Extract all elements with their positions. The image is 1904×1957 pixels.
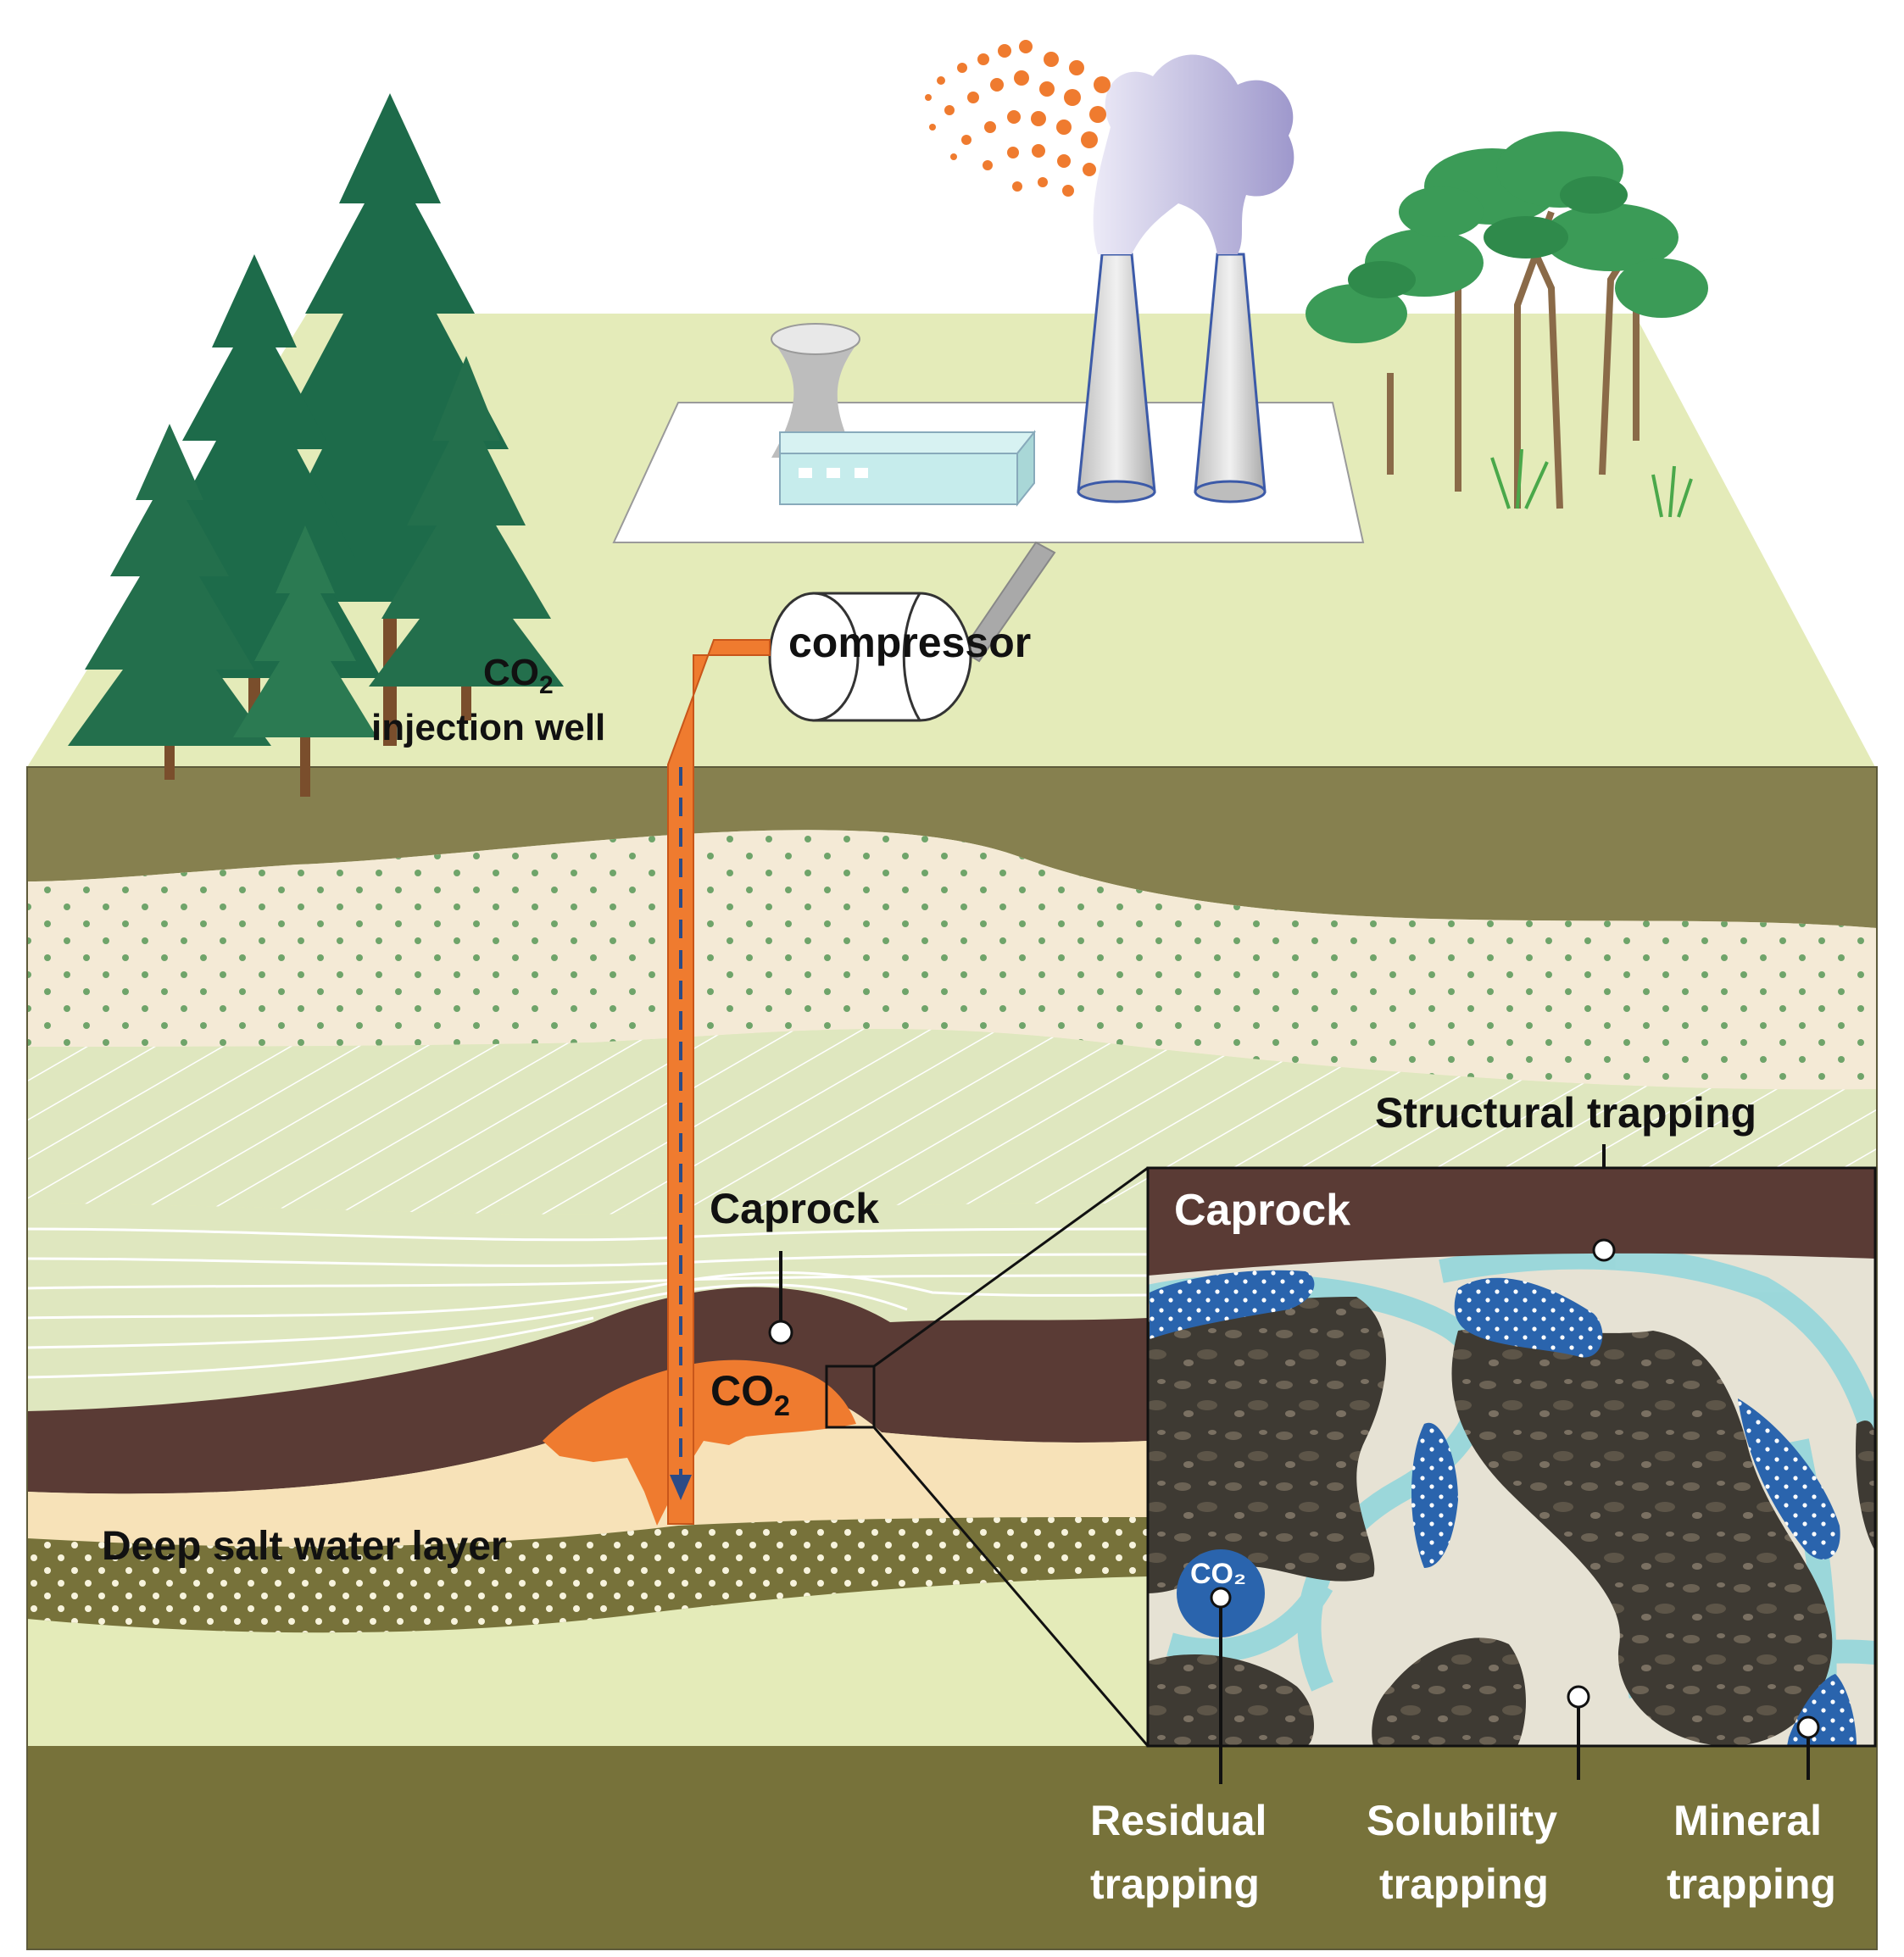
svg-text:CO2: CO2 xyxy=(710,1367,790,1422)
rock-grain xyxy=(1856,1420,1875,1551)
co2-plume-sub: 2 xyxy=(774,1390,790,1422)
deciduous-trees xyxy=(1306,131,1708,518)
injection-well-label: injection well xyxy=(371,707,605,748)
residual-label-2: trapping xyxy=(1090,1860,1260,1908)
injection-well xyxy=(667,639,771,1525)
structural-trapping-label: Structural trapping xyxy=(1375,1089,1756,1137)
compressor: compressor xyxy=(768,592,1031,722)
plant-building xyxy=(779,453,1018,505)
rock-grain xyxy=(1148,1297,1386,1593)
cooling-tower xyxy=(771,339,860,458)
caprock-layer xyxy=(27,1287,1148,1494)
co2-pocket xyxy=(1738,1398,1840,1559)
rock-grain xyxy=(1372,1637,1526,1746)
residual-label-1: Residual xyxy=(1090,1797,1267,1844)
caprock-pin xyxy=(768,1320,793,1345)
emission-particles xyxy=(925,40,1111,197)
rock-grain xyxy=(1451,1328,1833,1746)
cross-section xyxy=(27,767,1877,1949)
conifer-trees xyxy=(68,93,564,797)
zoom-box xyxy=(825,1365,876,1429)
power-plant xyxy=(612,40,1365,543)
chimney-left xyxy=(1077,253,1156,493)
chimney-right xyxy=(1194,253,1267,493)
co2-bubble-label: CO₂ xyxy=(1190,1558,1246,1590)
saline-layer xyxy=(27,1382,1148,1547)
structural-pin xyxy=(1592,1238,1616,1262)
solubility-pin xyxy=(1567,1685,1590,1709)
inset-caprock xyxy=(1148,1168,1875,1276)
co2-plume xyxy=(543,1359,856,1526)
co2-plume-label: CO xyxy=(710,1367,774,1415)
co2-pocket xyxy=(1411,1422,1458,1568)
topsoil-layer xyxy=(27,767,1877,928)
residual-pin xyxy=(1210,1587,1232,1609)
co2-pocket xyxy=(1454,1277,1603,1358)
svg-text:CO2: CO2 xyxy=(483,652,554,699)
pore-scale-inset: CO₂ xyxy=(1148,1168,1875,1746)
mineral-label-2: trapping xyxy=(1667,1860,1836,1908)
injection-well-sub: 2 xyxy=(539,671,554,699)
injection-arrow xyxy=(670,1475,692,1500)
plant-pipe xyxy=(960,541,1056,663)
deep-salt-water-label: Deep salt water layer xyxy=(102,1524,507,1569)
co2-pocket xyxy=(1150,1270,1315,1339)
mineral-pin xyxy=(1796,1715,1820,1739)
compressor-label: compressor xyxy=(788,619,1031,666)
mineral-label-1: Mineral xyxy=(1673,1797,1822,1844)
solubility-label-1: Solubility xyxy=(1367,1797,1557,1844)
caprock-label: Caprock xyxy=(710,1185,879,1232)
rock-grain xyxy=(1148,1654,1314,1746)
smoke-cloud xyxy=(1093,54,1294,255)
bedrock-layer xyxy=(27,1746,1877,1949)
inset-caprock-label: Caprock xyxy=(1174,1186,1350,1235)
injection-well-co2: CO xyxy=(483,652,539,693)
solubility-label-2: trapping xyxy=(1379,1860,1549,1908)
